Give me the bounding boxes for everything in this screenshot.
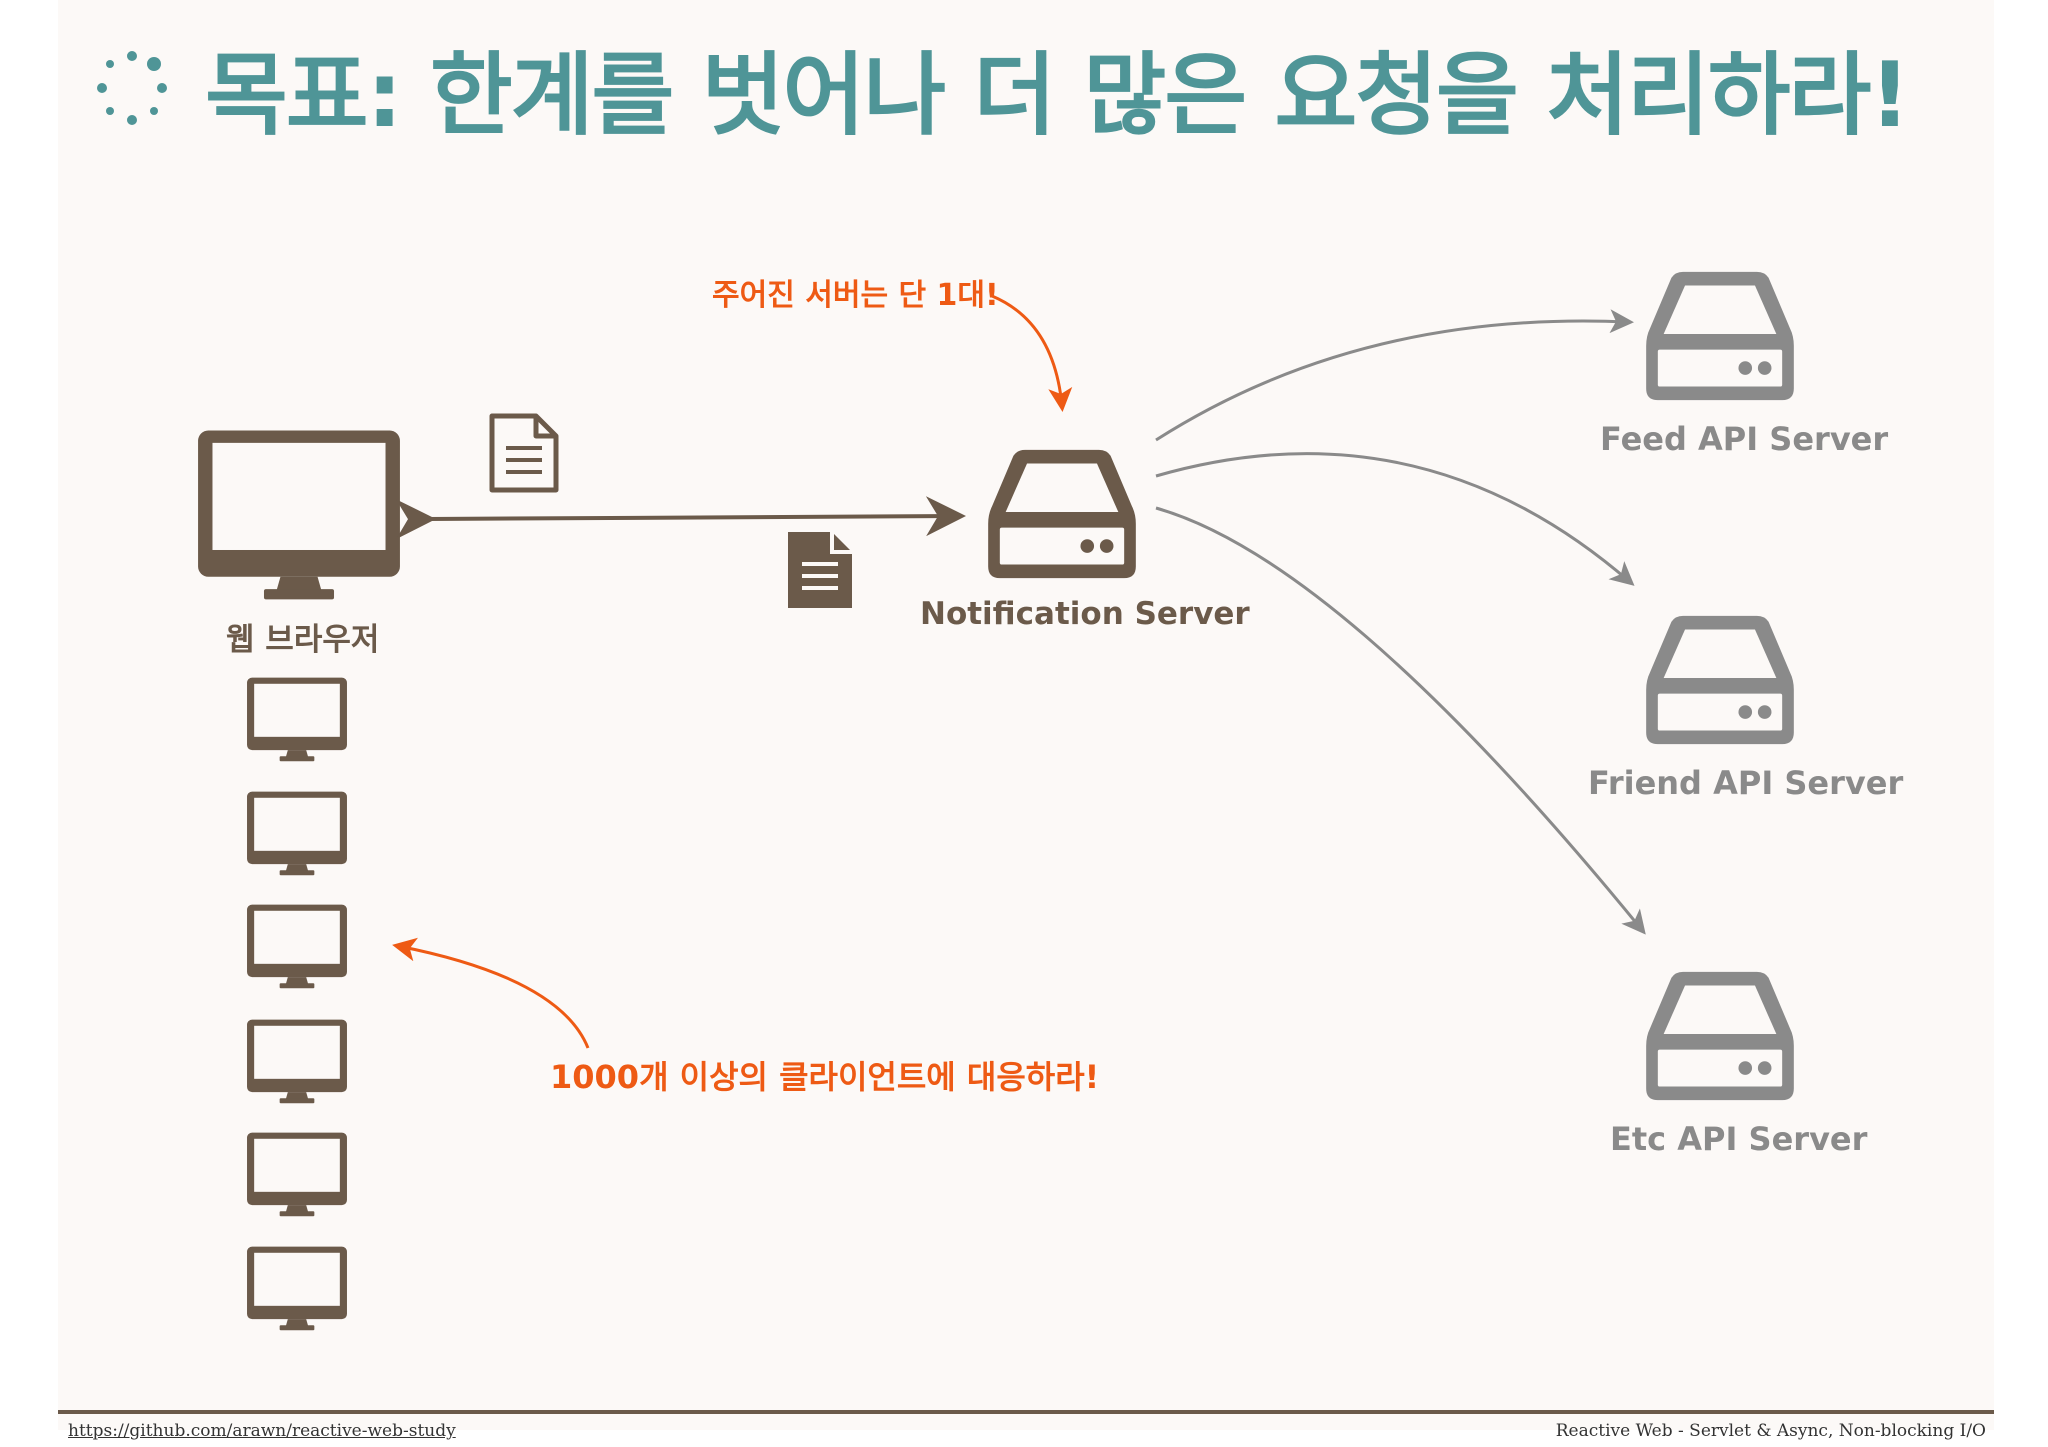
call-arrow-etc <box>1155 506 1646 935</box>
document-icon <box>788 532 852 608</box>
annotation-arrow-clients <box>392 937 590 1049</box>
server-icon <box>988 449 1136 579</box>
document-icon <box>489 413 559 493</box>
monitor-icon <box>247 904 347 989</box>
call-arrow-friend <box>1155 452 1635 586</box>
slide-title: 목표: 한계를 벗어나 더 많은 요청을 처리하라! <box>205 43 1910 148</box>
browser-label: 웹 브라우저 <box>226 622 380 658</box>
api-server-label: Feed API Server <box>1600 420 1889 458</box>
monitor-icon <box>247 1132 347 1217</box>
loading-dots-icon <box>97 51 167 125</box>
monitor-icon <box>198 430 400 600</box>
server-icon <box>1646 615 1794 745</box>
server-icon <box>1646 971 1794 1101</box>
footer-link[interactable]: https://github.com/arawn/reactive-web-st… <box>68 1421 456 1441</box>
footer-caption: Reactive Web - Servlet & Async, Non-bloc… <box>1555 1421 1986 1441</box>
annotation-single-server: 주어진 서버는 단 1대! <box>712 278 999 313</box>
api-server-label: Friend API Server <box>1588 764 1904 802</box>
monitor-icon <box>247 1019 347 1104</box>
annotation-arrow-server <box>991 294 1073 412</box>
monitor-icon <box>247 677 347 762</box>
call-arrow-feed <box>1155 309 1634 442</box>
request-arrow <box>395 496 966 540</box>
server-icon <box>1646 271 1794 401</box>
monitor-icon <box>247 1246 347 1331</box>
footer-divider <box>58 1410 1994 1414</box>
notification-server-label: Notification Server <box>920 596 1250 632</box>
monitor-icon <box>247 791 347 876</box>
annotation-clients: 1000개 이상의 클라이언트에 대응하라! <box>550 1058 1100 1096</box>
api-server-label: Etc API Server <box>1610 1120 1868 1158</box>
client-monitors <box>247 677 347 1331</box>
